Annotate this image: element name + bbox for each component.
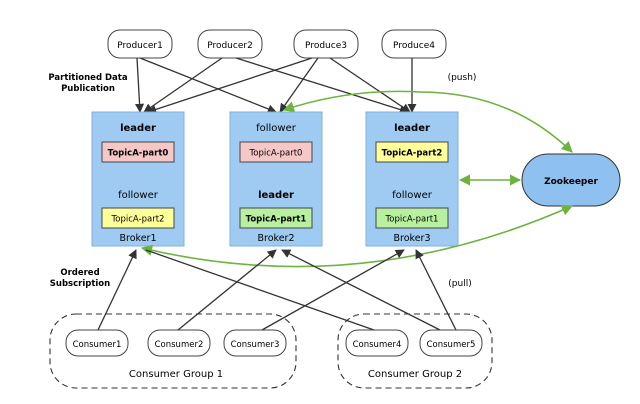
arrow-consumer1-broker1 — [97, 249, 137, 331]
broker-3-top-role: leader — [394, 123, 430, 134]
broker-1-top-role: leader — [120, 123, 156, 134]
arrow-producer3-broker3 — [329, 57, 411, 113]
broker-1-name: Broker1 — [120, 233, 157, 244]
consumer-1-label: Consumer1 — [73, 340, 122, 350]
broker-1: leader TopicA-part0 follower TopicA-part… — [91, 111, 185, 247]
zookeeper-label: Zookeeper — [544, 177, 598, 187]
producer-1-label: Producer1 — [117, 41, 163, 51]
arrow-producer1-broker2 — [139, 57, 277, 114]
line-consumer4-broker1 — [145, 249, 375, 331]
broker-1-bottom-partition: TopicA-part2 — [111, 215, 165, 225]
partitioned-label-line2: Publication — [61, 84, 115, 94]
pull-label: (pull) — [448, 279, 471, 289]
consumer-group-2-boundary — [337, 313, 493, 389]
ordered-label-line1: Ordered — [60, 268, 99, 278]
consumer-group-1-boundary — [49, 313, 297, 389]
producer-arrows — [135, 57, 417, 114]
broker-1-top-partition: TopicA-part0 — [108, 149, 169, 159]
broker-2-bottom-role: leader — [258, 190, 294, 201]
push-curve-to-broker2 — [282, 90, 421, 113]
producer-2-label: Producer2 — [207, 41, 253, 51]
consumer-4-label: Consumer4 — [353, 340, 402, 350]
consumer-group-2-label: Consumer Group 2 — [368, 369, 462, 380]
ordered-label-line2: Subscription — [50, 279, 110, 289]
partitioned-label-line1: Partitioned Data — [48, 73, 127, 83]
consumer-4: Consumer4 — [345, 329, 409, 357]
broker-2-name: Broker2 — [258, 233, 295, 244]
consumer-2-label: Consumer2 — [155, 340, 204, 350]
arrow-consumer5-broker3 — [415, 249, 457, 331]
broker-3-bottom-role: follower — [392, 190, 433, 201]
consumer-arrows — [97, 249, 457, 331]
consumer-5: Consumer5 — [419, 329, 483, 357]
push-label: (push) — [448, 73, 477, 83]
broker-1-bottom-role: follower — [118, 190, 159, 201]
broker-3-top-partition: TopicA-part2 — [382, 149, 443, 159]
broker-2-bottom-partition: TopicA-part1 — [246, 215, 307, 225]
producer-3: Produce3 — [293, 29, 359, 59]
push-arrows — [282, 90, 573, 153]
consumer-5-label: Consumer5 — [427, 340, 476, 350]
producer-4-label: Produce4 — [393, 41, 435, 51]
consumer-group-1-label: Consumer Group 1 — [129, 369, 223, 380]
push-curve-to-zookeeper — [419, 91, 573, 153]
producer-1: Producer1 — [107, 29, 173, 59]
arrow-producer2-broker1 — [143, 57, 223, 113]
zookeeper-node: Zookeeper — [521, 153, 621, 207]
producer-4: Produce4 — [381, 29, 447, 59]
consumer-1: Consumer1 — [65, 329, 129, 357]
broker-2: follower TopicA-part0 leader TopicA-part… — [229, 111, 323, 247]
arrow-consumer5-broker2 — [281, 249, 441, 331]
broker-3-bottom-partition: TopicA-part1 — [385, 215, 439, 225]
broker-2-top-role: follower — [256, 123, 297, 134]
arrow-producer2-broker3 — [235, 57, 409, 114]
arrow-producer3-broker1 — [147, 57, 313, 114]
pull-curve — [140, 204, 574, 268]
producer-2: Producer2 — [197, 29, 263, 59]
arrow-producer1-broker1 — [135, 57, 145, 113]
broker-3: leader TopicA-part2 follower TopicA-part… — [365, 111, 459, 247]
broker-3-name: Broker3 — [394, 233, 431, 244]
arrow-consumer2-broker2 — [177, 249, 277, 331]
producer-3-label: Produce3 — [305, 41, 347, 51]
consumer-3-label: Consumer3 — [231, 340, 280, 350]
consumer-2: Consumer2 — [147, 329, 211, 357]
broker-2-top-partition: TopicA-part0 — [249, 149, 303, 159]
consumer-3: Consumer3 — [223, 329, 287, 357]
arrow-consumer3-broker3 — [261, 249, 405, 331]
